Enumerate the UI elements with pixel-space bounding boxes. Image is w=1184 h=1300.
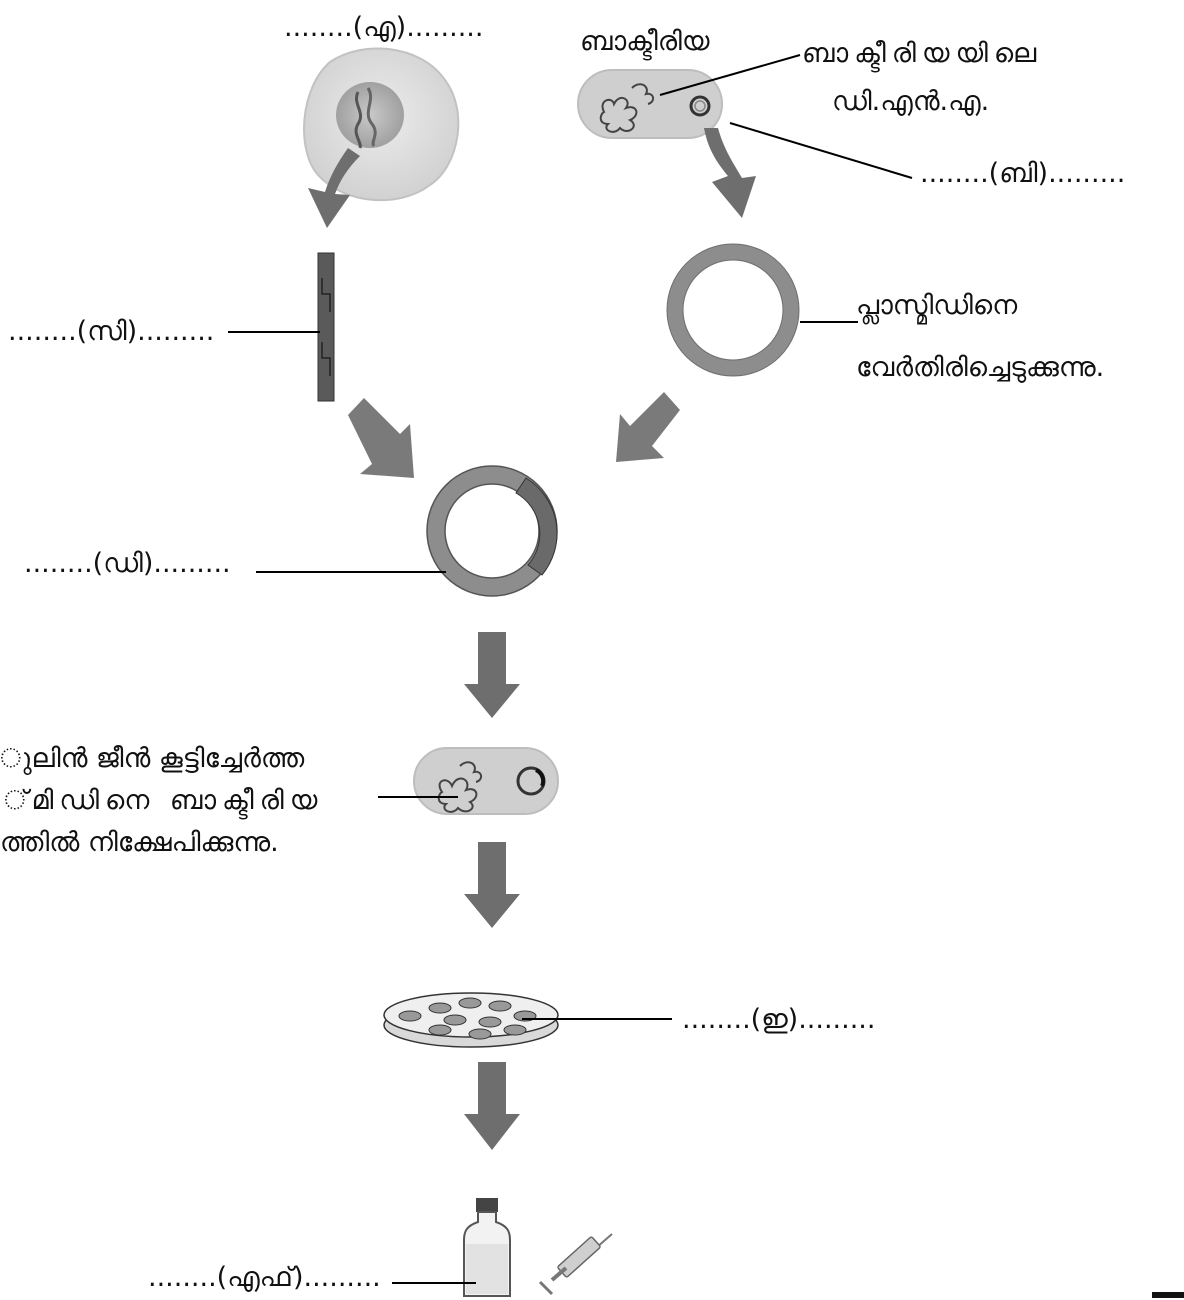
label-e: ........(ഇ)......... [682, 1004, 875, 1036]
label-plasmid-1: പ്ലാസ്മിഡിനെ [856, 290, 1017, 322]
plasmid-icon [675, 252, 791, 368]
arrow-gene-to-recombinant-icon [348, 398, 414, 478]
label-plasmid-2: വേർതിരിച്ചെടുക്കുന്നു. [856, 352, 1104, 384]
label-bacteria-dna-2: ഡി.എൻ.എ. [832, 86, 989, 118]
label-insert-3: ത്തിൽ നിക്ഷേപിക്കുന്നു. [0, 822, 323, 864]
label-f: ........(എഫ്)......... [148, 1262, 381, 1294]
bacteria-icon [578, 70, 722, 138]
down-arrow-1-icon [464, 632, 520, 718]
label-b: ........(ബി)......... [920, 158, 1125, 190]
edge-mark [1152, 1292, 1184, 1298]
label-insert-2: ്മിഡിനെ ബാക്ടീരിയ [0, 780, 323, 822]
label-insert-paragraph: ുലിൻ ജീൻ കൂട്ടിച്ചേർത്ത ്മിഡിനെ ബാക്ടീരി… [0, 738, 323, 864]
insulin-gene-icon [318, 253, 334, 401]
down-arrow-2-icon [464, 842, 520, 928]
insulin-vial-icon [464, 1198, 510, 1296]
human-cell-icon [304, 48, 458, 200]
recombinant-plasmid-icon [427, 466, 557, 596]
leader-line-b [730, 123, 912, 178]
recombinant-bacteria-icon [414, 748, 558, 814]
label-d: ........(ഡി)......... [24, 548, 231, 580]
down-arrow-3-icon [464, 1062, 520, 1150]
label-c: ........(സി)......... [8, 316, 214, 348]
syringe-icon [540, 1234, 612, 1294]
curved-arrow-bacteria-icon [704, 128, 756, 218]
label-insert-1: ുലിൻ ജീൻ കൂട്ടിച്ചേർത്ത [0, 738, 323, 780]
label-bacteria-dna-1: ബാക്ടീരിയയിലെ [802, 38, 1042, 70]
arrow-plasmid-to-recombinant-icon [616, 392, 680, 462]
label-a: ........(എ)......... [284, 12, 483, 44]
label-bacteria: ബാക്ടീരിയ [580, 26, 709, 58]
